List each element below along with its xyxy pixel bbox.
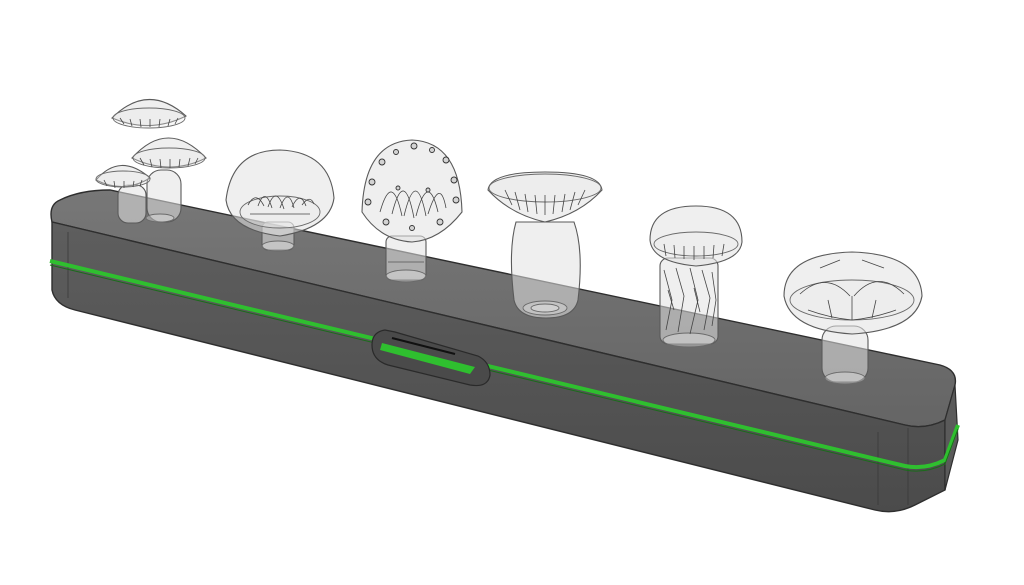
cap-spots (364, 142, 460, 231)
round-cap-mushroom-model[interactable] (225, 149, 335, 252)
spotted-cap-mushroom-model[interactable] (361, 139, 463, 283)
green-accent-strip (49, 259, 960, 470)
slotted-cap-mushroom-model[interactable] (783, 251, 923, 385)
patterned-stem-mushroom-model[interactable] (649, 205, 743, 348)
finger-slot (371, 329, 491, 387)
mushroom-cluster-model[interactable] (95, 98, 207, 224)
flared-cap-mushroom-model[interactable] (487, 171, 603, 319)
